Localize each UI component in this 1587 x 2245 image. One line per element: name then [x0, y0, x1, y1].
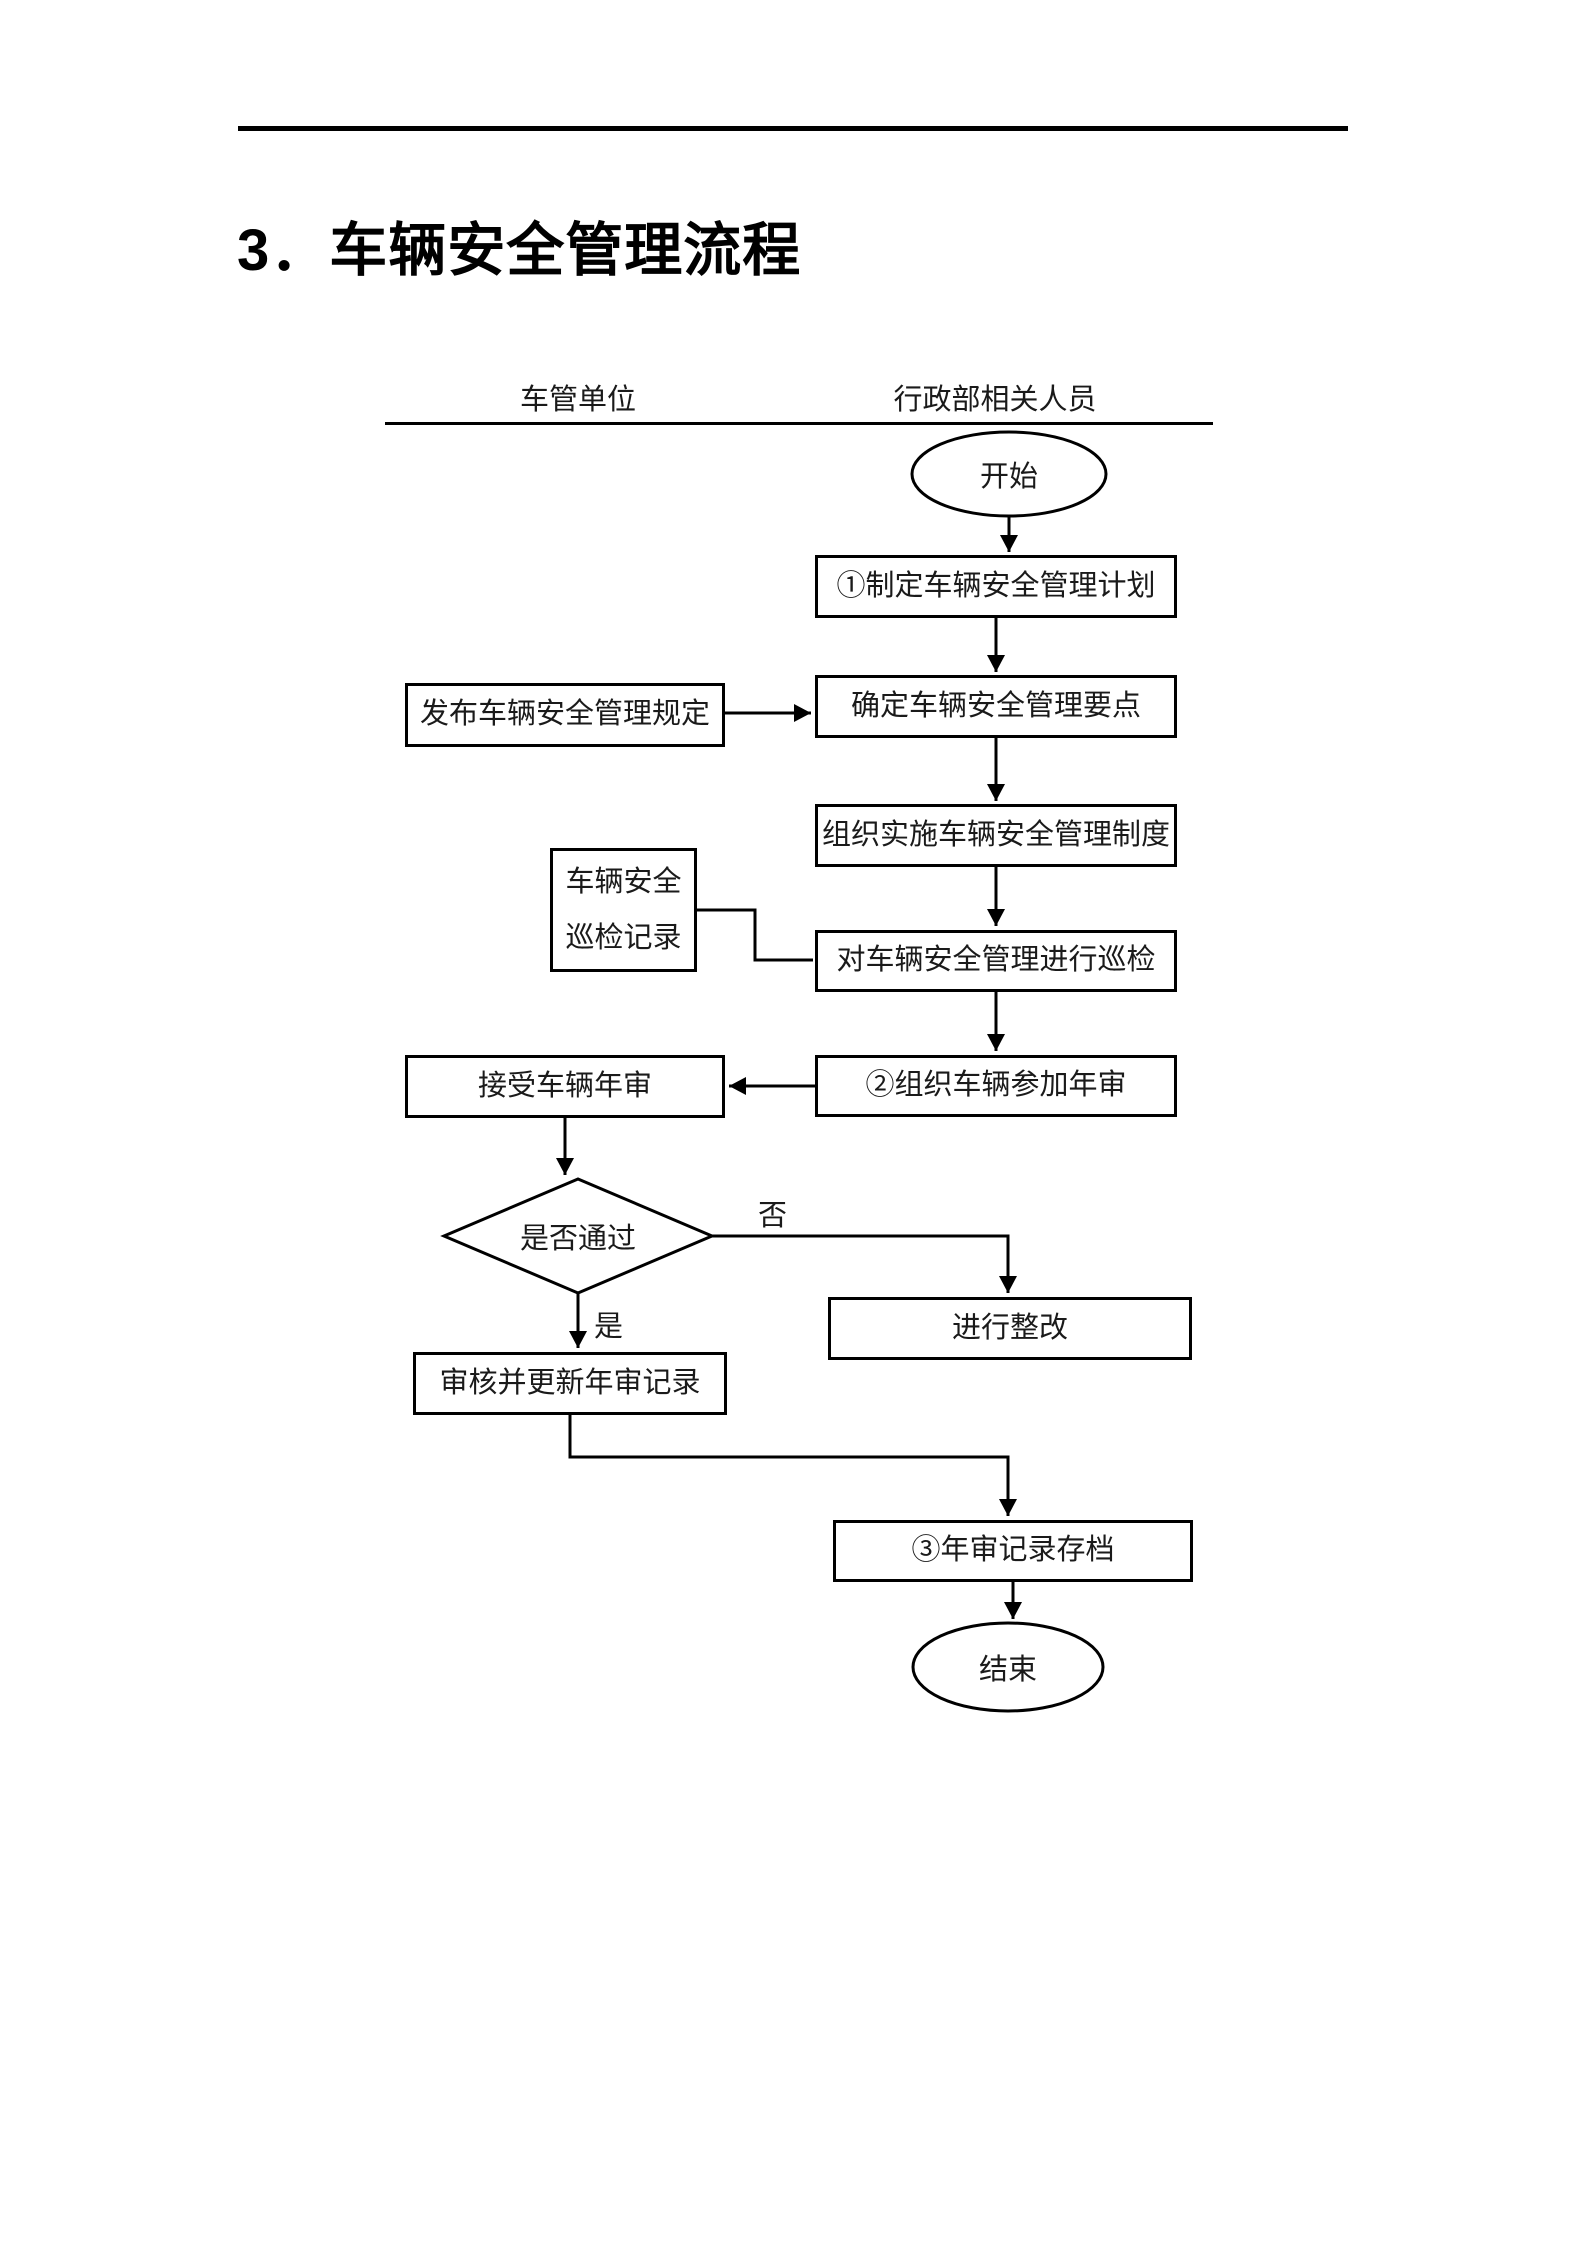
- edge-record-to-inspect: [697, 908, 813, 962]
- update-record-box: 审核并更新年审记录: [413, 1352, 727, 1415]
- edge-update-to-archive: [568, 1415, 1017, 1516]
- decision-label: 是否通过: [519, 1223, 636, 1255]
- accept-review-box: 接受车辆年审: [405, 1055, 725, 1118]
- top-divider-rule: [238, 126, 1348, 131]
- patrol-record-box: 车辆安全 巡检记录: [550, 848, 697, 972]
- inspect-box: 对车辆安全管理进行巡检: [815, 930, 1177, 992]
- connector-lines: [556, 516, 1022, 1619]
- start-terminator-label: 开始: [979, 461, 1038, 493]
- edge-label-yes: 是: [592, 1303, 626, 1345]
- archive-box: ③年审记录存档: [833, 1520, 1193, 1582]
- publish-box: 发布车辆安全管理规定: [405, 683, 725, 747]
- start-terminator-shape: [910, 430, 1108, 518]
- organize-review-box: ②组织车辆参加年审: [815, 1055, 1177, 1117]
- lane-label-right: 行政部相关人员: [893, 384, 1097, 416]
- end-terminator-shape: [911, 1621, 1105, 1713]
- decision-diamond-shape: [440, 1177, 716, 1295]
- rectify-box: 进行整改: [828, 1297, 1192, 1360]
- end-terminator-label: 结束: [978, 1654, 1037, 1686]
- edge-decision-no-to-rectify: [712, 1234, 1017, 1293]
- confirm-box: 确定车辆安全管理要点: [815, 675, 1177, 738]
- lane-divider-rule: [385, 422, 1213, 425]
- edge-label-no: 否: [756, 1192, 790, 1234]
- plan-box: ①制定车辆安全管理计划: [815, 555, 1177, 618]
- lane-label-left: 车管单位: [519, 384, 636, 416]
- implement-box: 组织实施车辆安全管理制度: [815, 804, 1177, 867]
- page-title: 3．车辆安全管理流程: [237, 218, 802, 283]
